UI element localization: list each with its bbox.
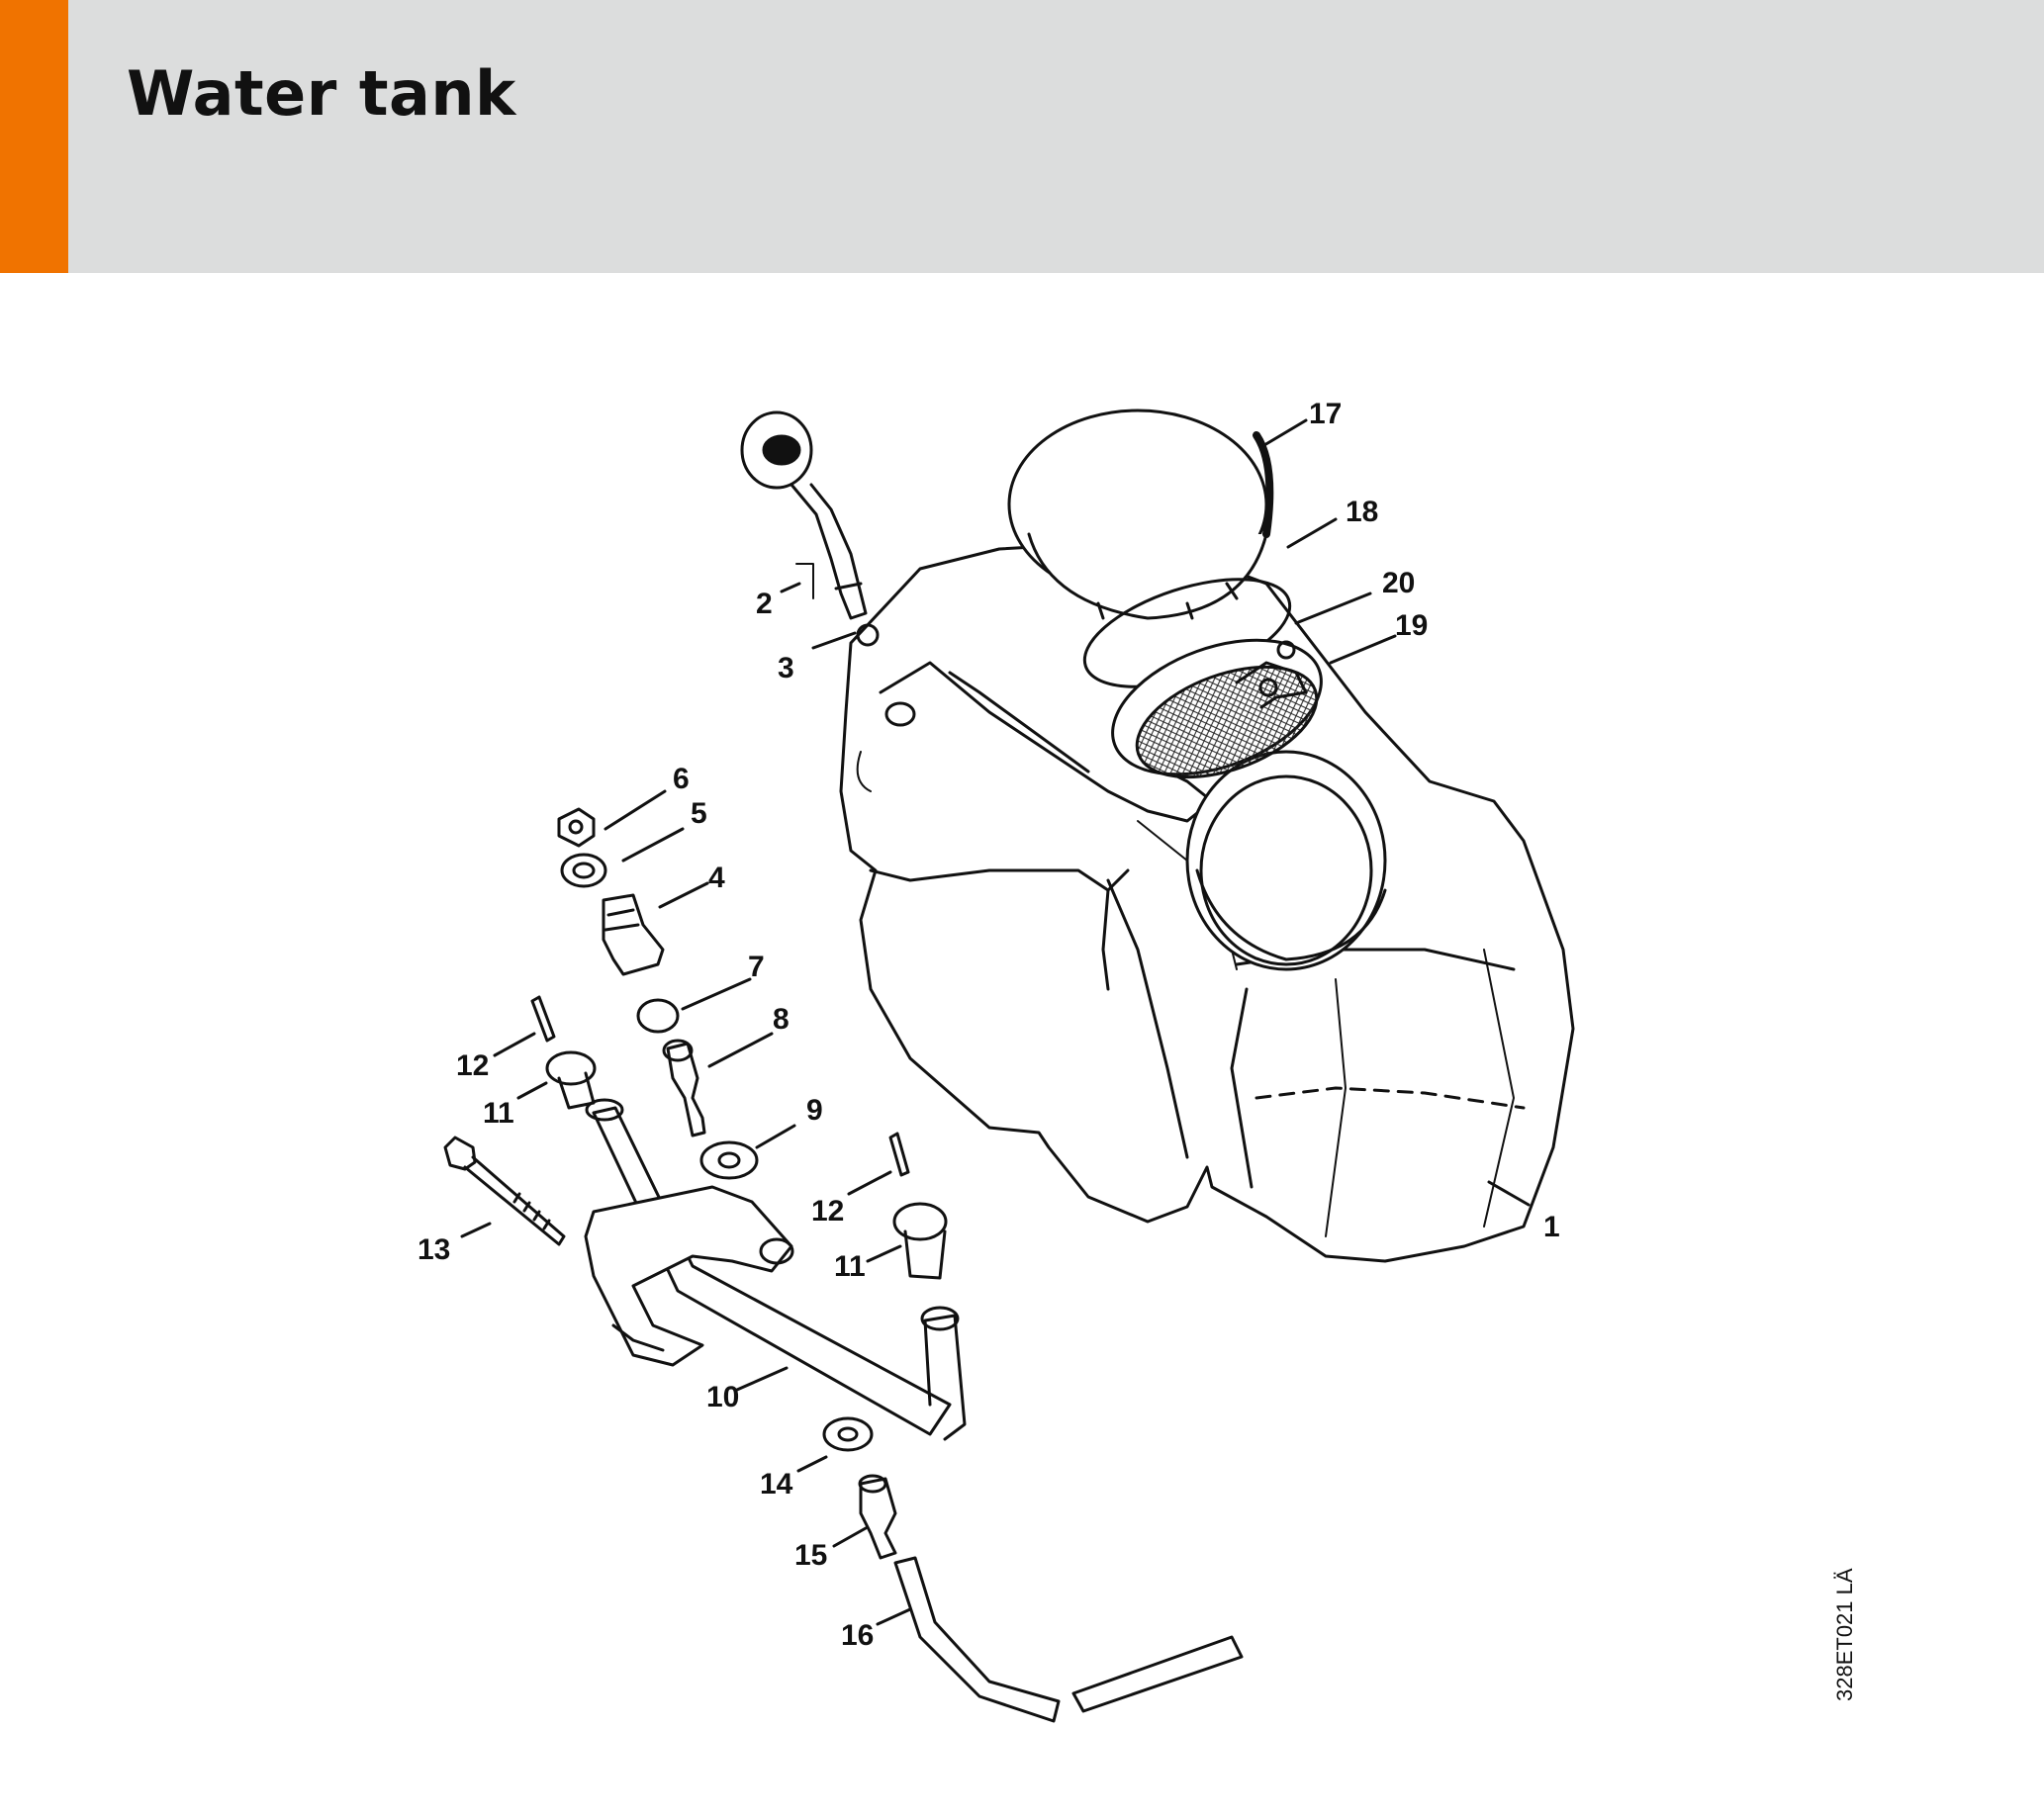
tank-cap: [1007, 409, 1274, 620]
washer-14: [822, 1416, 874, 1452]
callout-8: 8: [773, 1003, 790, 1036]
callout-4: 4: [708, 862, 725, 894]
callout-12a: 12: [456, 1049, 489, 1082]
page-title: Water tank: [127, 57, 516, 130]
hose-fitting: [858, 1474, 897, 1560]
callout-labels: 1 2 3 4 5 6 7 8 9 10 11 11 12 12 13 14 1…: [418, 398, 1560, 1652]
hose: [893, 1556, 1244, 1723]
callout-19: 19: [1395, 609, 1428, 642]
callout-10: 10: [706, 1381, 739, 1413]
callout-14: 14: [760, 1468, 793, 1501]
callout-18: 18: [1346, 496, 1378, 528]
tank-fitting: [740, 410, 868, 620]
callout-15: 15: [794, 1539, 827, 1572]
callout-1: 1: [1543, 1211, 1560, 1243]
water-tank-body: [839, 542, 1575, 1263]
hex-nut: [557, 807, 596, 848]
callout-7: 7: [748, 951, 765, 983]
pin-12b: [888, 1132, 910, 1177]
tube-bracket: [584, 1098, 967, 1441]
leader-lines: [460, 418, 1531, 1626]
washer-5: [560, 853, 607, 888]
header-bar: [0, 0, 2044, 273]
drawing-reference-code: 328ET021 LÄ: [1832, 1568, 1857, 1701]
callout-2: 2: [756, 588, 773, 620]
accent-stripe: [0, 0, 68, 273]
o-ring-7: [636, 998, 680, 1034]
washer-9: [699, 1140, 759, 1180]
callout-11b: 11: [834, 1250, 866, 1283]
callout-20: 20: [1382, 567, 1415, 599]
callout-13: 13: [418, 1233, 450, 1266]
pin-12a: [530, 995, 556, 1043]
callout-9: 9: [806, 1094, 823, 1127]
callout-3: 3: [778, 652, 794, 684]
valve-body: [602, 893, 665, 976]
grommet-11a: [545, 1050, 597, 1110]
callout-16: 16: [841, 1619, 874, 1652]
fitting-8: [662, 1039, 706, 1138]
callout-11a: 11: [483, 1097, 514, 1130]
callout-12b: 12: [811, 1195, 844, 1228]
grommet-11b: [892, 1202, 948, 1280]
o-ring-small: [856, 623, 880, 647]
callout-6: 6: [673, 763, 690, 795]
callout-5: 5: [691, 797, 707, 830]
strainer-basket: [1111, 638, 1323, 779]
callout-17: 17: [1309, 398, 1342, 430]
bolt: [443, 1136, 566, 1246]
